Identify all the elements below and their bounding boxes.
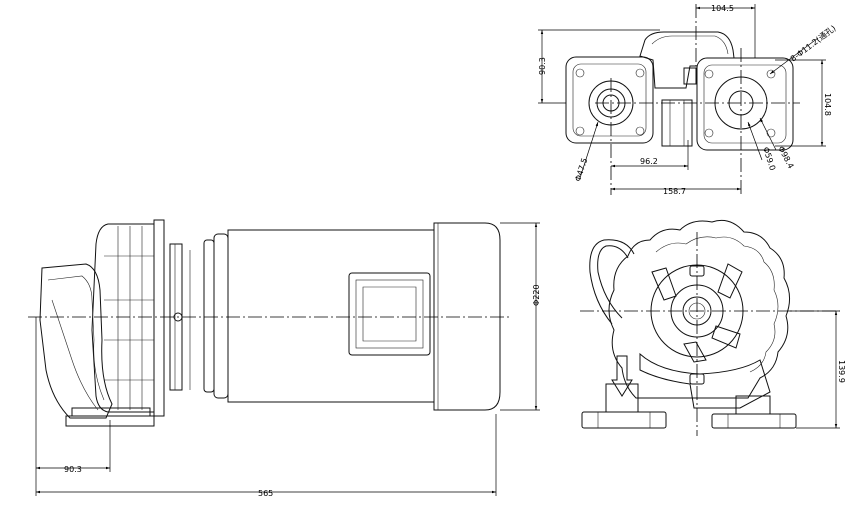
flow-arrow: [611, 355, 633, 397]
dim-spacing-b: 158.7: [663, 187, 686, 196]
dim-bolt-circle: Φ98.4: [776, 145, 795, 171]
dim-holes-note: 8-Φ11.2(通孔): [788, 23, 837, 64]
left-flange: [565, 56, 654, 144]
right-flange: [696, 57, 794, 151]
side-view: [28, 219, 512, 427]
top-lug: [683, 67, 697, 85]
dim-top-width: 104.5: [711, 4, 734, 13]
front-view: [580, 219, 840, 436]
front-right-foot: [711, 413, 797, 429]
motor-body: [227, 229, 435, 403]
terminal-box: [348, 272, 431, 356]
dim-total-length: 565: [258, 489, 273, 498]
side-view-dimensions: Φ220 90.3 565: [35, 222, 541, 498]
dim-motor-dia: Φ220: [532, 284, 541, 306]
pump-flange-plate: [153, 219, 165, 417]
motor-end-cap: [433, 222, 501, 411]
dim-shaft-height: 139.9: [837, 360, 846, 383]
dim-top-height-b: 104.8: [823, 93, 832, 116]
dim-side-offset: 90.3: [64, 465, 82, 474]
pump-casing: [91, 223, 155, 413]
front-left-foot: [581, 411, 667, 429]
pump-volute: [39, 263, 113, 419]
volute-housing: [608, 219, 790, 399]
front-view-dimensions: 139.9: [790, 310, 846, 429]
dim-port-dia-a: Φ47.5: [573, 157, 589, 183]
dim-spacing-a: 96.2: [640, 157, 658, 166]
top-stand: [661, 99, 693, 147]
top-view: [565, 4, 800, 195]
dim-top-height-a: 90.3: [538, 57, 547, 75]
